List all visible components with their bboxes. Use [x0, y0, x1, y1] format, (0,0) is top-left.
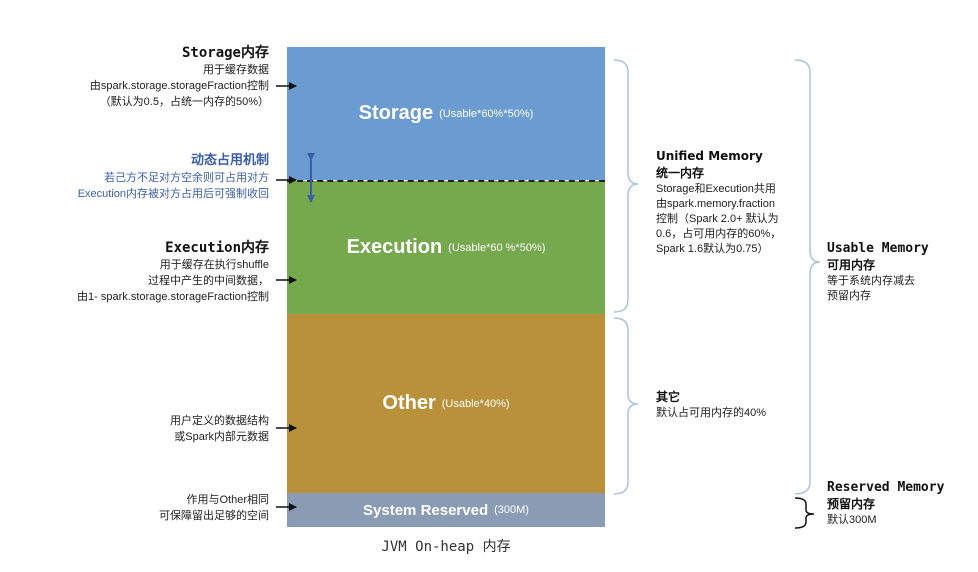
execution-note: Execution内存 用于缓存在执行shuffle 过程中产生的中间数据， 由…: [77, 239, 269, 305]
reserved-memory-title: Reserved Memory: [827, 480, 945, 495]
jvm-heap-caption: JVM On-heap 内存: [381, 539, 511, 555]
execution-note-line: 由1- spark.storage.storageFraction控制: [77, 291, 269, 303]
dynamic-occupancy-note: 动态占用机制 若己方不足对方空余则可占用对方 Execution内存被对方占用后…: [78, 152, 269, 202]
usable-memory-brace: [794, 59, 821, 495]
storage-block-name: Storage: [358, 102, 434, 124]
usable-memory-line: 等于系统内存减去: [827, 275, 915, 287]
execution-note-title: Execution内存: [165, 240, 269, 256]
storage-note-line: 用于缓存数据: [203, 64, 269, 76]
storage-note: Storage内存 用于缓存数据 由spark.storage.storageF…: [90, 44, 269, 110]
reserved-memory-brace: [794, 497, 815, 529]
other-note-line: 用户定义的数据结构: [170, 415, 269, 427]
unified-memory-line: Spark 1.6默认为0.75）: [656, 243, 769, 255]
reserved-memory-line: 默认300M: [827, 514, 877, 526]
storage-note-title: Storage内存: [181, 45, 269, 61]
other-memory-title: 其它: [656, 390, 681, 404]
storage-block: Storage (Usable*60%*50%): [287, 47, 605, 180]
storage-note-line: （默认为0.5，占统一内存的50%）: [99, 96, 269, 108]
system-reserved-block-name: System Reserved: [363, 501, 489, 519]
other-memory-brace: [613, 317, 639, 495]
unified-memory-line: Storage和Execution共用: [656, 183, 776, 195]
storage-execution-boundary: [287, 180, 605, 182]
other-note-line: 或Spark内部元数据: [174, 431, 269, 443]
system-reserved-block: System Reserved (300M): [287, 493, 605, 527]
execution-note-line: 过程中产生的中间数据，: [148, 275, 269, 287]
reserved-memory-note: Reserved Memory 预留内存 默认300M: [827, 479, 944, 528]
usable-memory-title: Usable Memory: [827, 241, 929, 256]
execution-block: Execution (Usable*60 %*50%): [287, 181, 605, 314]
dynamic-occupancy-line: 若己方不足对方空余则可占用对方: [104, 172, 269, 184]
usable-memory-note: Usable Memory 可用内存 等于系统内存减去 预留内存: [827, 240, 929, 304]
storage-note-line: 由spark.storage.storageFraction控制: [89, 80, 269, 92]
other-memory-line: 默认占可用内存的40%: [656, 407, 767, 419]
reserved-memory-title-cn: 预留内存: [827, 497, 876, 511]
other-block-name: Other: [382, 392, 436, 414]
other-block-detail: (Usable*40%): [441, 397, 510, 410]
other-note: 用户定义的数据结构 或Spark内部元数据: [170, 413, 269, 445]
execution-note-line: 用于缓存在执行shuffle: [159, 259, 269, 271]
usable-memory-line: 预留内存: [827, 290, 871, 302]
unified-memory-brace: [613, 59, 639, 313]
system-reserved-note: 作用与Other相同 可保障留出足够的空间: [159, 492, 269, 524]
execution-block-name: Execution: [346, 236, 443, 258]
unified-memory-title: Unified Memory: [656, 149, 763, 163]
other-block: Other (Usable*40%): [287, 314, 605, 493]
unified-memory-line: 控制（Spark 2.0+ 默认为: [656, 213, 779, 225]
unified-memory-line: 0.6，占可用内存的60%，: [656, 228, 782, 240]
execution-block-detail: (Usable*60 %*50%): [448, 241, 546, 254]
system-reserved-block-detail: (300M): [494, 504, 529, 516]
system-reserved-note-line: 可保障留出足够的空间: [159, 510, 269, 522]
system-reserved-note-line: 作用与Other相同: [186, 494, 269, 506]
other-memory-note: 其它 默认占可用内存的40%: [656, 389, 766, 421]
dynamic-occupancy-line: Execution内存被对方占用后可强制收回: [77, 188, 269, 200]
dynamic-occupancy-title: 动态占用机制: [190, 153, 269, 168]
unified-memory-note: Unified Memory 统一内存 Storage和Execution共用 …: [656, 148, 781, 257]
storage-block-detail: (Usable*60%*50%): [439, 107, 534, 120]
usable-memory-title-cn: 可用内存: [827, 258, 876, 272]
unified-memory-title-cn: 统一内存: [656, 166, 705, 180]
unified-memory-line: 由spark.memory.fraction: [656, 198, 775, 210]
